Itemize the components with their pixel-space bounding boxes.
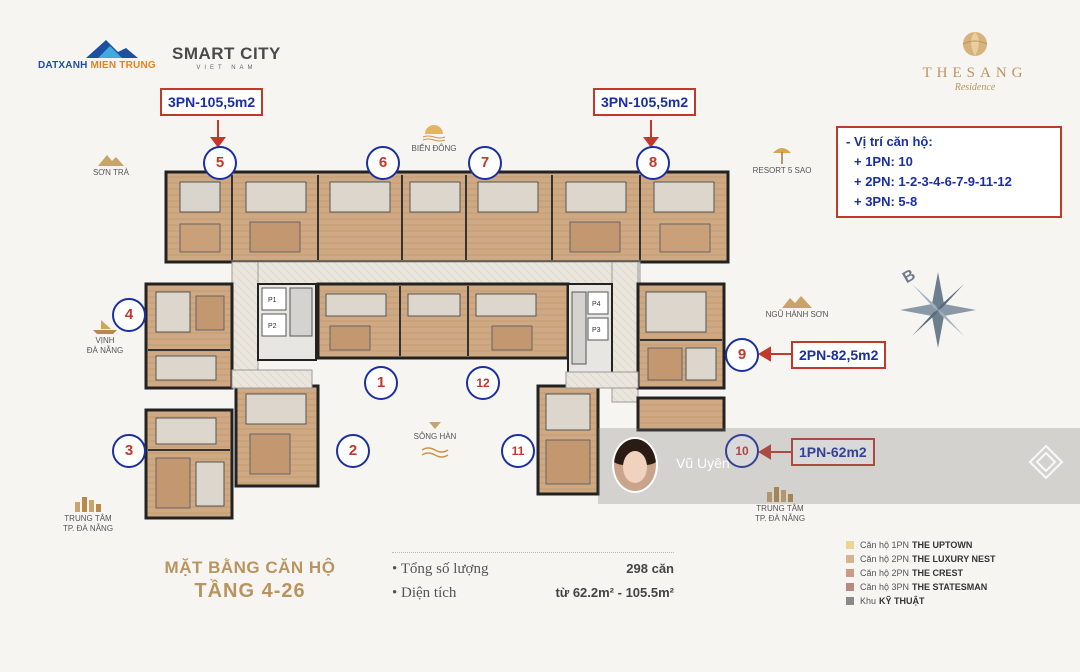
mountain-icon — [98, 155, 124, 166]
core-label-p3: P3 — [592, 327, 601, 334]
thesang-subtitle: Residence — [954, 82, 996, 93]
landmark-resort: RESORT 5 SAO — [742, 144, 822, 176]
core-left: P1 P2 — [257, 283, 317, 361]
type-swatch — [846, 541, 854, 549]
landmark-trung-tam-right-label-1: TRUNG TÂM — [756, 504, 804, 513]
landmark-vinh-da-nang: VỊNH ĐÀ NẴNG — [70, 320, 140, 356]
center-units — [316, 282, 570, 360]
poster-avatar[interactable] — [612, 437, 658, 493]
city-skyline-icon — [75, 497, 101, 512]
core-label-p1: P1 — [268, 297, 277, 304]
unit10-area-callout: 1PN-62m2 — [791, 438, 875, 466]
datxanh-wordmark: DATXANH MIEN TRUNG — [38, 60, 156, 71]
landmark-song-han-label: SÔNG HÀN — [413, 432, 457, 441]
datxanh-mountain-icon — [86, 40, 138, 58]
down-arrow-icon — [429, 422, 441, 429]
legend-1pn: + 1PN: 10 — [854, 154, 913, 169]
unit-marker-6[interactable]: 6 — [366, 146, 400, 180]
landmark-son-tra-label: SƠN TRÀ — [92, 168, 130, 177]
compass-rose-icon — [900, 272, 976, 348]
right-wing — [536, 282, 726, 496]
sun-sea-icon — [422, 125, 446, 142]
smartcity-logo: SMART CITY VIET NAM — [172, 44, 281, 71]
datxanh-region: MIEN TRUNG — [90, 60, 156, 71]
landmark-song-han: SÔNG HÀN — [400, 422, 470, 462]
unit-marker-3[interactable]: 3 — [112, 434, 146, 468]
type-swatch — [846, 569, 854, 577]
poster-overlay — [598, 428, 1080, 504]
stat-area-value: từ 62.2m² - 105.5m² — [555, 585, 674, 600]
landmark-trung-tam-left-label-2: TP. ĐÀ NẴNG — [62, 524, 114, 533]
type-swatch — [846, 597, 854, 605]
core-right: P4 P3 — [567, 283, 613, 377]
landmark-trung-tam-left-label-1: TRUNG TÂM — [64, 514, 112, 523]
thesang-logo: THESANG Residence — [905, 30, 1045, 93]
boat-icon — [93, 320, 117, 334]
core-label-p4: P4 — [592, 301, 601, 308]
stat-area-row: • Diện tích từ 62.2m² - 105.5m² — [392, 585, 674, 609]
legend-2pn: + 2PN: 1-2-3-4-6-7-9-11-12 — [854, 174, 1012, 189]
thesang-shell-icon — [962, 32, 988, 56]
unit-marker-7[interactable]: 7 — [468, 146, 502, 180]
project-stats: • Tổng số lượng 298 căn • Diện tích từ 6… — [392, 552, 674, 609]
unit-marker-10[interactable]: 10 — [725, 434, 759, 468]
unit-marker-2[interactable]: 2 — [336, 434, 370, 468]
stat-total-label: • Tổng số lượng — [392, 561, 489, 577]
core-label-p2: P2 — [268, 323, 277, 330]
unit-marker-8[interactable]: 8 — [636, 146, 670, 180]
datxanh-name: DATXANH — [38, 60, 88, 71]
unit-marker-11[interactable]: 11 — [501, 434, 535, 468]
plan-heading: MẶT BẰNG CĂN HỘ — [164, 558, 336, 577]
unit8-area-callout: 3PN-105,5m2 — [593, 88, 697, 116]
compass-north-label: B — [900, 266, 919, 287]
legend-3pn: + 3PN: 5-8 — [854, 194, 918, 209]
city-skyline-icon — [767, 487, 793, 502]
landmark-vinh-label-2: ĐÀ NẴNG — [86, 346, 124, 355]
poster-name[interactable]: Vũ Uyên — [676, 455, 730, 471]
thesang-title: THESANG — [922, 65, 1028, 81]
unit-marker-12[interactable]: 12 — [466, 366, 500, 400]
watermark-logo-icon — [1028, 444, 1064, 480]
landmark-bien-dong: BIỂN ĐÔNG — [394, 122, 474, 154]
unit-marker-5[interactable]: 5 — [203, 146, 237, 180]
unit-position-legend: - Vị trí căn hộ: + 1PN: 10 + 2PN: 1-2-3-… — [836, 126, 1062, 218]
mountain-icon — [782, 296, 812, 308]
type-swatch — [846, 583, 854, 591]
left-wing — [144, 282, 320, 520]
landmark-ngu-hanh-son-label: NGŨ HÀNH SƠN — [765, 310, 829, 319]
landmark-ngu-hanh-son: NGŨ HÀNH SƠN — [752, 294, 842, 320]
stat-total-row: • Tổng số lượng 298 căn — [392, 561, 674, 585]
beach-umbrella-icon — [773, 148, 791, 164]
unit-marker-4[interactable]: 4 — [112, 298, 146, 332]
landmark-bien-dong-label: BIỂN ĐÔNG — [411, 144, 457, 153]
landmark-son-tra: SƠN TRÀ — [76, 152, 146, 178]
landmark-trung-tam-right: TRUNG TÂM TP. ĐÀ NẴNG — [740, 484, 820, 524]
waves-icon — [421, 447, 449, 458]
stat-total-value: 298 căn — [626, 561, 674, 576]
landmark-resort-label: RESORT 5 SAO — [752, 166, 812, 175]
legend-title: - Vị trí căn hộ: — [846, 134, 933, 149]
unit5-area-callout: 3PN-105,5m2 — [160, 88, 264, 116]
unit-marker-9[interactable]: 9 — [725, 338, 759, 372]
landmark-trung-tam-left: TRUNG TÂM TP. ĐÀ NẴNG — [48, 494, 128, 534]
smartcity-title: SMART CITY — [172, 44, 281, 63]
landmark-vinh-label-1: VỊNH — [95, 336, 115, 345]
plan-floor-range: TẦNG 4-26 — [194, 580, 306, 602]
callout-arrows — [210, 120, 795, 460]
unit9-area-callout: 2PN-82,5m2 — [791, 341, 887, 369]
type-swatch — [846, 555, 854, 563]
unit-marker-1[interactable]: 1 — [364, 366, 398, 400]
landmark-trung-tam-right-label-2: TP. ĐÀ NẴNG — [754, 514, 806, 523]
top-wing — [164, 170, 730, 264]
smartcity-subtitle: VIET NAM — [196, 65, 257, 71]
stat-area-label: • Diện tích — [392, 585, 457, 601]
